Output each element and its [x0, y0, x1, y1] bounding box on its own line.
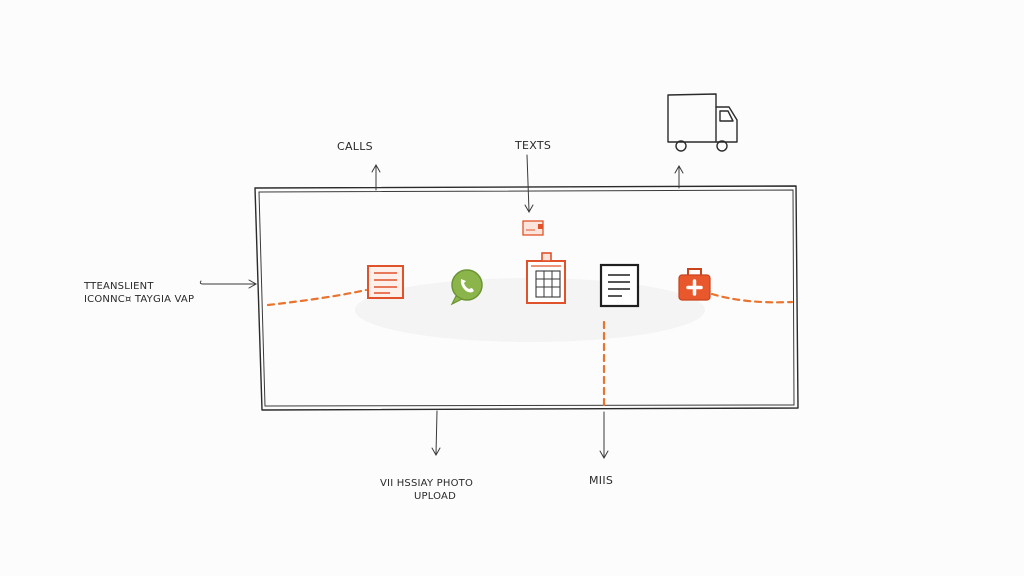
delivery-truck-icon — [667, 93, 738, 152]
message-small-icon — [522, 220, 544, 236]
calendar-grid-icon — [526, 252, 566, 304]
dashed-line-left — [266, 288, 368, 307]
texts-label: TEXTS — [514, 139, 551, 152]
photo-upload-label-line2: UPLOAD — [414, 491, 456, 502]
photo-upload-arrow — [431, 410, 441, 457]
texts-arrow — [524, 154, 534, 214]
miis-arrow — [599, 411, 609, 460]
calls-arrow — [371, 163, 381, 191]
calls-label: CALLS — [337, 140, 373, 153]
document-list-icon — [367, 265, 404, 299]
dashed-line-right — [710, 292, 794, 304]
transient-label-line1: TTEANSLIENT — [83, 281, 154, 292]
phone-chat-icon — [450, 269, 483, 306]
medical-kit-icon — [678, 268, 711, 301]
transient-arrow — [199, 279, 258, 289]
photo-upload-label-line1: VII HSSIAY PHOTO — [380, 478, 473, 489]
text-document-icon — [599, 263, 640, 308]
miis-label: MIIS — [589, 474, 613, 487]
transient-label-line2: ICONNC¤ TAYGIA VAP — [84, 294, 194, 305]
truck-arrow — [674, 164, 684, 189]
main-frame — [254, 185, 799, 411]
